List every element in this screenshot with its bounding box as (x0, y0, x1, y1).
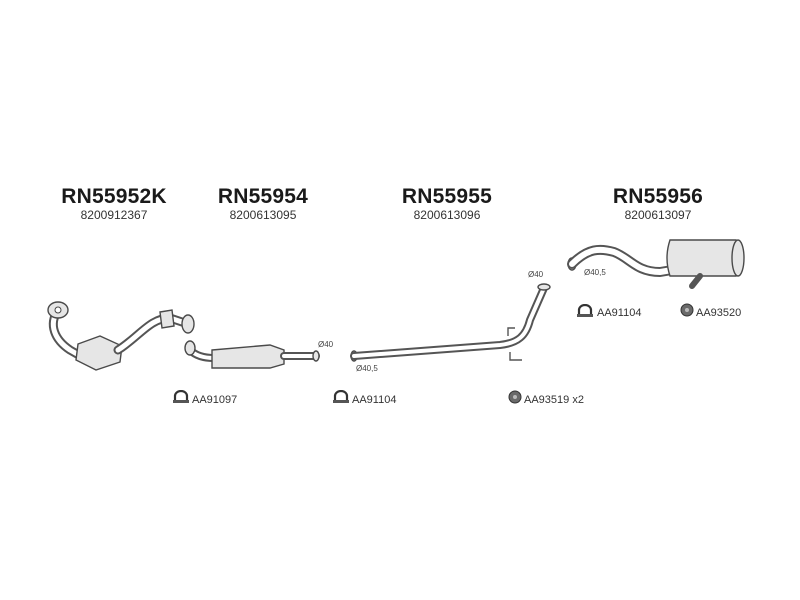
accessory-code: AA93519 x2 (524, 394, 584, 406)
diameter-label: Ø40 (318, 340, 334, 349)
part-label-center-pipe: RN55955 8200613096 (392, 186, 502, 221)
accessory-code: AA91104 (597, 307, 642, 319)
rear-flange (181, 314, 195, 334)
accessory-code: AA93520 (696, 307, 742, 319)
rubber-mount-icon (508, 390, 522, 404)
straight-section-core (352, 286, 546, 358)
silencer-body (211, 344, 285, 369)
intermediate-silencer (184, 340, 320, 369)
part-label-rear: RN55956 8200613097 (603, 186, 713, 221)
clamp-icon (333, 390, 349, 403)
clamp-icon (577, 304, 593, 317)
center-pipe (350, 283, 551, 362)
part-code: RN55952K (61, 185, 167, 208)
muffler-can (666, 239, 740, 277)
accessory-code: AA91104 (352, 394, 397, 406)
part-label-front: RN55952K 8200912367 (56, 186, 172, 221)
diameter-label: Ø40,5 (356, 364, 378, 373)
straight-section (350, 284, 548, 360)
accessory-code: AA91097 (192, 394, 238, 406)
part-code: RN55955 (401, 185, 493, 208)
outlet-end (312, 350, 320, 362)
flange-bolt-hole (54, 306, 62, 314)
catalyst-body (75, 335, 123, 371)
diameter-label: Ø40 (528, 270, 544, 279)
part-code: RN55954 (217, 185, 309, 208)
oem-number: 8200912367 (80, 208, 148, 222)
rear-silencer (567, 239, 745, 289)
hanger-bracket (507, 327, 522, 361)
oem-number: 8200613097 (624, 208, 692, 222)
diameter-label: Ø40,5 (584, 268, 606, 277)
inlet-collar (184, 340, 196, 356)
inlet-pipe-core (569, 246, 675, 275)
muffler-end-cap (731, 239, 745, 277)
oem-number: 8200613096 (413, 208, 481, 222)
flex-joint (159, 309, 175, 329)
tailpipe (689, 273, 703, 289)
rubber-mount-icon (680, 303, 694, 317)
part-code: RN55956 (612, 185, 704, 208)
front-pipe-catalyst (47, 301, 195, 371)
oem-number: 8200613095 (229, 208, 297, 222)
part-label-center-front: RN55954 8200613095 (208, 186, 318, 221)
pipe-outlet (537, 283, 551, 291)
catalyst-outlet-core (115, 315, 191, 353)
clamp-icon (173, 390, 189, 403)
